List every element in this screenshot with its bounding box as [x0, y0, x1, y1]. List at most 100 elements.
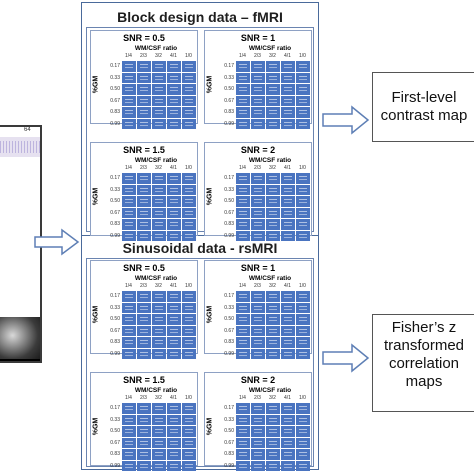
grid-cell [296, 207, 310, 218]
column-header: 2/3 [254, 53, 261, 59]
grid-cell [167, 207, 181, 218]
output-line: Fisher’s z [391, 319, 457, 336]
grid-cell [122, 196, 136, 207]
grid-cell [122, 173, 136, 184]
row-header: 0.50 [110, 86, 120, 92]
grid-cell [122, 337, 136, 348]
grid-cell [122, 460, 136, 471]
grid-cell [296, 61, 310, 72]
row-header: 0.50 [110, 428, 120, 434]
grid-cell [167, 403, 181, 414]
gm-axis-label: %GM [206, 417, 214, 436]
grid-cell [296, 118, 310, 129]
grid-cell [281, 426, 295, 437]
condition-grid [236, 61, 310, 129]
column-header: 3/2 [155, 165, 162, 171]
column-header: 3/2 [269, 165, 276, 171]
grid-cell [251, 291, 265, 302]
grid-cell [167, 61, 181, 72]
grid-cell [167, 460, 181, 471]
grid-cell [122, 230, 136, 241]
grid-cell [152, 196, 166, 207]
grid-cell [296, 95, 310, 106]
grid-cell [251, 325, 265, 336]
snr-label: SNR = 0.5 [123, 33, 165, 43]
row-header: 0.33 [224, 416, 234, 423]
wm-csf-ratio-label: WM/CSF ratio [134, 157, 178, 164]
grid-cell [236, 184, 250, 195]
grid-cell [281, 95, 295, 106]
grid-cell [152, 302, 166, 313]
grid-cell [137, 314, 151, 325]
row-header: 0.50 [224, 198, 234, 204]
grid-cell [152, 314, 166, 325]
grid-cell [122, 207, 136, 218]
grid-cell [251, 219, 265, 230]
grid-cell [281, 291, 295, 302]
row-header: 0.17 [224, 63, 234, 69]
gm-axis-label: %GM [206, 305, 214, 324]
row-header: 0.83 [110, 451, 120, 457]
grid-cell [137, 426, 151, 437]
grid-cell [167, 414, 181, 425]
row-header: 0.83 [224, 339, 234, 345]
grid-cell [266, 173, 280, 184]
grid-cell [251, 449, 265, 460]
grid-cell [167, 72, 181, 83]
grid-cell [281, 449, 295, 460]
grid-cell [296, 403, 310, 414]
grid-cell [152, 173, 166, 184]
condition-grid [236, 173, 310, 241]
column-header: 3/2 [269, 53, 276, 59]
grid-cell [122, 449, 136, 460]
grid-cell [122, 72, 136, 83]
snr-label: SNR = 1.5 [123, 145, 165, 155]
grid-cell [122, 437, 136, 448]
grid-cell [182, 219, 196, 230]
grid-cell [137, 219, 151, 230]
grid-cell [296, 291, 310, 302]
grid-cell [236, 403, 250, 414]
grid-cell [152, 426, 166, 437]
grid-cell [182, 325, 196, 336]
grid-cell [182, 61, 196, 72]
condition-grid [122, 291, 196, 359]
output-line: contrast map [380, 107, 468, 124]
grid-cell [251, 302, 265, 313]
grid-cell [152, 219, 166, 230]
grid-cell [281, 348, 295, 359]
grid-cell [182, 302, 196, 313]
gm-axis-label: %GM [206, 75, 214, 94]
column-header: 2/3 [254, 395, 261, 401]
grid-cell [137, 207, 151, 218]
grid-cell [266, 302, 280, 313]
grid-cell [137, 95, 151, 106]
snr-label: SNR = 1 [240, 33, 276, 43]
grid-cell [296, 173, 310, 184]
grid-cell [182, 84, 196, 95]
grid-cell [236, 61, 250, 72]
row-header: 0.33 [110, 416, 120, 423]
grid-cell [281, 118, 295, 129]
output-box-correlation-maps: Fisher’s z transformed correlation maps [372, 314, 474, 412]
timeseries-dots [0, 141, 40, 153]
section-title-sinusoidal: Sinusoidal data - rsMRI [122, 240, 278, 256]
grid-cell [251, 314, 265, 325]
grid-cell [251, 414, 265, 425]
grid-cell [251, 437, 265, 448]
grid-cell [137, 118, 151, 129]
column-header: 3/2 [269, 283, 276, 289]
row-header: 0.50 [110, 316, 120, 322]
grid-cell [236, 314, 250, 325]
grid-cell [281, 414, 295, 425]
grid-cell [236, 291, 250, 302]
grid-cell [236, 84, 250, 95]
grid-cell [167, 230, 181, 241]
grid-cell [281, 230, 295, 241]
